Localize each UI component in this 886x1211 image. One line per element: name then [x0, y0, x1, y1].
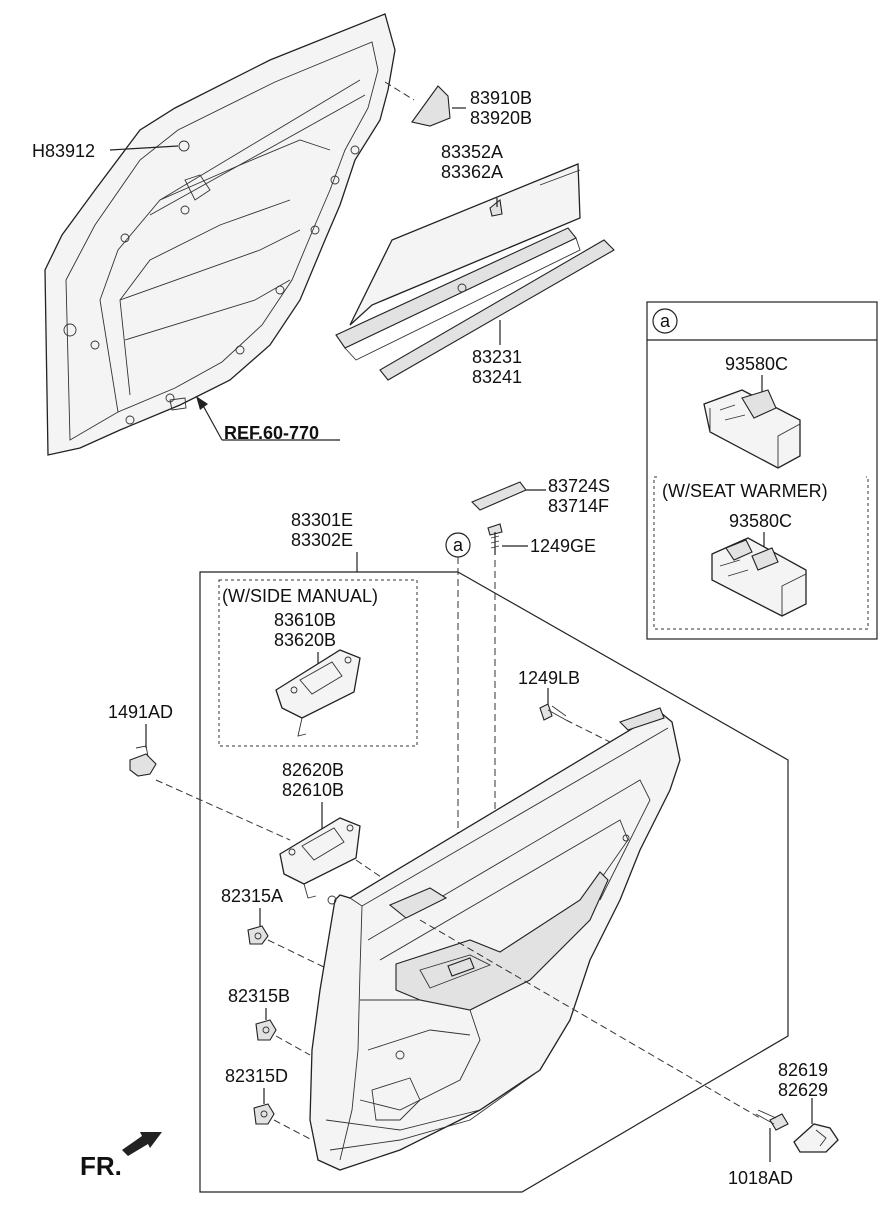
- label-1249GE: 1249GE: [530, 536, 596, 556]
- label-83620B: 83620B: [274, 630, 336, 650]
- screw-1249GE: [487, 523, 528, 555]
- label-H83912: H83912: [32, 141, 95, 161]
- label-ref: REF.60-770: [224, 423, 319, 443]
- label-82619: 82619: [778, 1060, 828, 1080]
- label-83910B: 83910B: [470, 88, 532, 108]
- label-83301E: 83301E: [291, 510, 353, 530]
- clip-82315A: [247, 925, 331, 971]
- cap-82619: [793, 1098, 839, 1153]
- label-1018AD: 1018AD: [728, 1168, 793, 1188]
- label-82315D: 82315D: [225, 1066, 288, 1086]
- label-83231: 83231: [472, 347, 522, 367]
- label-1491AD: 1491AD: [108, 702, 173, 722]
- label-82315A: 82315A: [221, 886, 283, 906]
- screw-1249LB: [539, 688, 631, 753]
- label-83352A: 83352A: [441, 142, 503, 162]
- label-83724S: 83724S: [548, 476, 610, 496]
- callout-marker-text: a: [453, 535, 464, 555]
- label-83302E: 83302E: [291, 530, 353, 550]
- inset-marker: a: [660, 311, 671, 331]
- sunshade-rail: [379, 239, 615, 381]
- label-82315B: 82315B: [228, 986, 290, 1006]
- screw-1018AD: [755, 1109, 789, 1162]
- switch-inset-box: a 93580C (W/SEAT WARMER) 93580C: [646, 301, 878, 640]
- label-83241: 83241: [472, 367, 522, 387]
- label-83610B: 83610B: [274, 610, 336, 630]
- label-1249LB: 1249LB: [518, 668, 580, 688]
- label-fr: FR.: [80, 1151, 122, 1181]
- clip-1491AD: [129, 724, 291, 841]
- leader-h83912: [109, 145, 179, 151]
- label-82610B: 82610B: [282, 780, 344, 800]
- rear-door-frame: [44, 13, 396, 456]
- label-side-manual: (W/SIDE MANUAL): [222, 586, 378, 606]
- door-trim-assembly-outline: [199, 571, 789, 1193]
- label-93580C-a: 93580C: [725, 354, 788, 374]
- label-83362A: 83362A: [441, 162, 503, 182]
- front-direction-indicator: FR.: [80, 1132, 162, 1181]
- window-switch: [703, 389, 801, 469]
- label-83714F: 83714F: [548, 496, 609, 516]
- label-83920B: 83920B: [470, 108, 532, 128]
- side-manual-box: (W/SIDE MANUAL) 83610B 83620B: [218, 579, 418, 747]
- label-82629: 82629: [778, 1080, 828, 1100]
- window-switch-seat-warmer: [711, 537, 807, 617]
- ref-arrow: [196, 396, 340, 441]
- label-seat-warmer: (W/SEAT WARMER): [662, 481, 828, 501]
- inside-door-handle: [279, 817, 401, 899]
- clip-82315B: [255, 1019, 311, 1056]
- clip-82315D: [253, 1103, 313, 1141]
- label-82620B: 82620B: [282, 760, 344, 780]
- trim-cover-83724S: [471, 481, 546, 511]
- label-93580C-b: 93580C: [729, 511, 792, 531]
- window-sunshade: [335, 163, 581, 361]
- door-trim-panel: [309, 707, 681, 1171]
- corner-trim-piece: [384, 81, 466, 127]
